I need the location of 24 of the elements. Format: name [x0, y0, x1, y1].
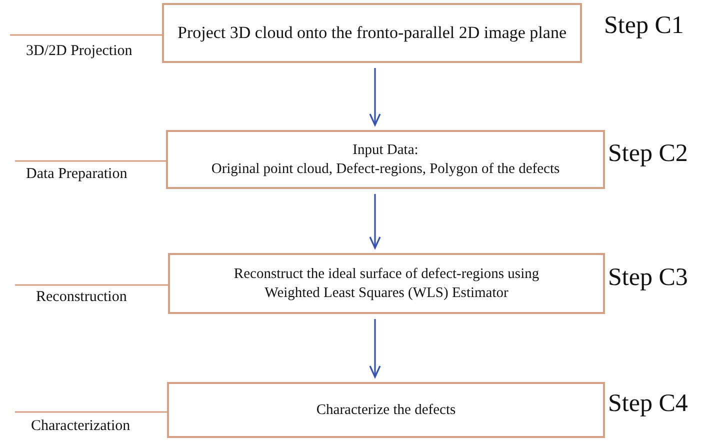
box-text: Input Data:	[352, 140, 418, 160]
box-text: Project 3D cloud onto the fronto-parallel 2D image plane	[178, 22, 566, 44]
stage-label: 3D/2D Projection	[26, 43, 132, 60]
step-label: Step C2	[608, 140, 688, 168]
process-box	[167, 382, 605, 438]
arrow	[369, 319, 381, 378]
tab-line	[15, 411, 167, 413]
stage-label: Data Preparation	[26, 166, 128, 183]
arrow	[369, 194, 381, 249]
tab-line	[10, 34, 162, 36]
tab-line	[15, 160, 166, 162]
process-box	[168, 253, 605, 314]
box-text: Reconstruct the ideal surface of defect-regions using Weighted Least Squares (WLS) Estimator	[232, 264, 540, 302]
box-text: Original point cloud, Defect-regions, Polygon of the defects	[211, 160, 560, 178]
tab-line	[15, 284, 168, 286]
step-label: Step C3	[608, 264, 688, 292]
box-text: Characterize the defects	[316, 400, 456, 420]
process-box	[162, 3, 582, 63]
step-label: Step C4	[608, 390, 688, 418]
process-box	[166, 130, 605, 189]
step-label: Step C1	[604, 12, 684, 40]
stage-label: Reconstruction	[36, 289, 127, 306]
stage-label: Characterization	[31, 418, 130, 435]
arrow	[369, 68, 381, 126]
